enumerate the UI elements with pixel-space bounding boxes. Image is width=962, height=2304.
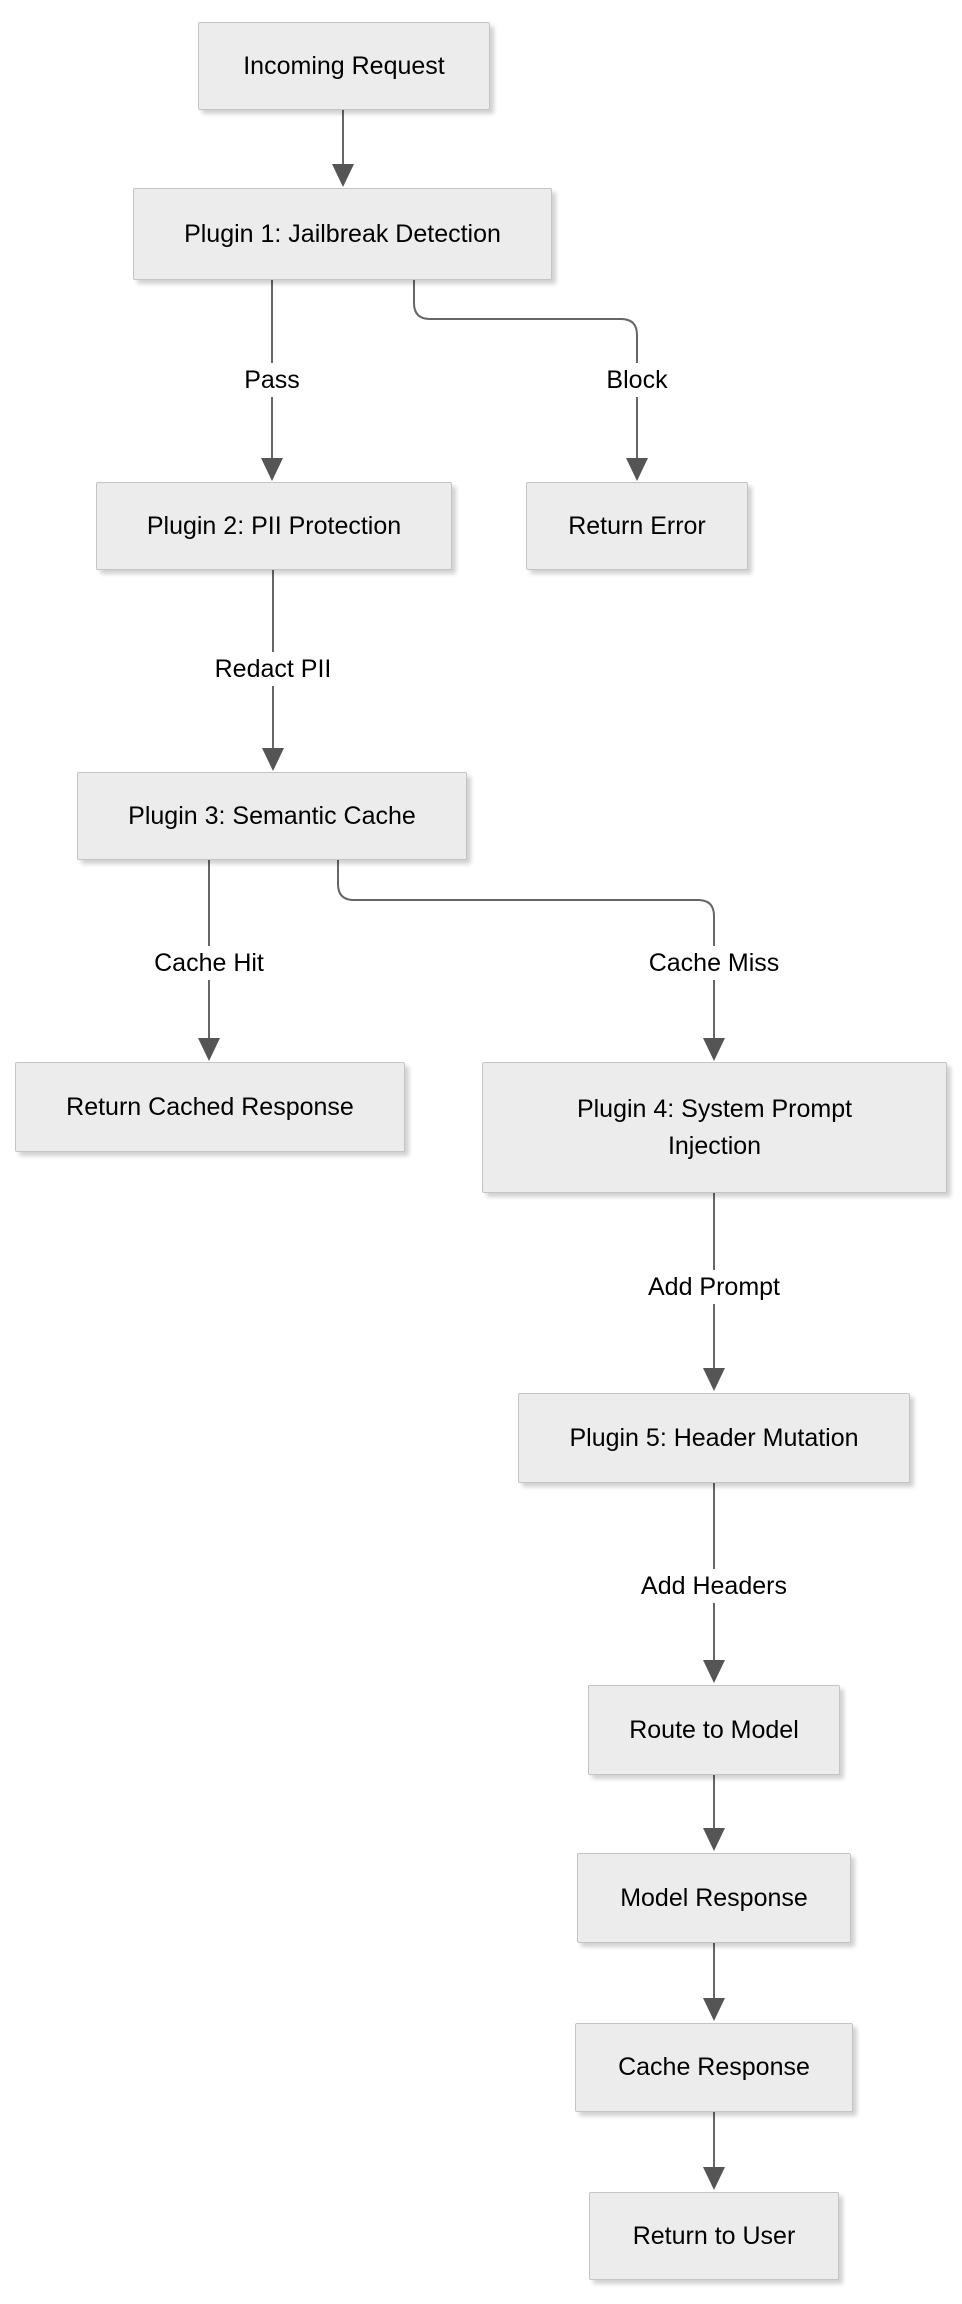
edge-label-redact-pii: Redact PII [206,652,340,686]
edge-label-cache-miss: Cache Miss [640,946,788,980]
edge-add-prompt-arrowhead-icon [703,1368,725,1391]
edge-cache-miss-arrowhead-icon [703,1038,725,1061]
node-label: Route to Model [629,1715,799,1744]
edge-redact-pii-arrowhead-icon [262,748,284,771]
flowchart-node-plugin2-pii-protection: Plugin 2: PII Protection [96,482,452,570]
edge-block-line [413,280,638,459]
node-label: Plugin 5: Header Mutation [569,1423,859,1452]
node-label: Plugin 3: Semantic Cache [128,801,416,830]
node-label: Cache Response [618,2053,810,2082]
node-label: Return Cached Response [66,1092,354,1121]
edge-route-to-model-response-arrowhead-icon [703,1828,725,1851]
flowchart-node-incoming-request: Incoming Request [198,22,490,110]
flowchart-node-plugin1-jailbreak-detection: Plugin 1: Jailbreak Detection [133,188,552,280]
flowchart-node-return-error: Return Error [526,482,748,570]
edge-model-to-cache-response-arrowhead-icon [703,1998,725,2021]
edge-pass-arrowhead-icon [261,458,283,481]
flowchart-node-cache-response: Cache Response [575,2023,853,2112]
node-label: Plugin 4: System Prompt Injection [576,1095,853,1160]
flowchart-node-route-to-model: Route to Model [588,1685,840,1775]
flowchart-node-return-cached-response: Return Cached Response [15,1062,405,1152]
edge-incoming-to-plugin1-arrowhead-icon [332,164,354,187]
edge-label-block: Block [598,363,676,397]
node-label: Return to User [632,2221,796,2250]
node-label: Incoming Request [243,51,445,80]
node-label: Return Error [568,511,706,540]
edge-add-headers-arrowhead-icon [703,1660,725,1683]
node-label: Plugin 1: Jailbreak Detection [184,219,501,248]
edge-block-arrowhead-icon [626,458,648,481]
flowchart-node-model-response: Model Response [577,1853,851,1943]
edge-cache-to-return-user-arrowhead-icon [703,2167,725,2190]
flowchart-node-plugin3-semantic-cache: Plugin 3: Semantic Cache [77,772,467,860]
edge-cache-hit-arrowhead-icon [198,1038,220,1061]
flowchart-node-plugin4-system-prompt-injection: Plugin 4: System Prompt Injection [482,1062,947,1193]
node-label: Model Response [620,1883,808,1912]
edge-label-pass: Pass [236,363,308,397]
flowchart-node-plugin5-header-mutation: Plugin 5: Header Mutation [518,1393,910,1483]
edge-label-add-headers: Add Headers [633,1569,795,1603]
edge-cache-miss-line [337,860,715,1039]
edge-label-add-prompt: Add Prompt [639,1270,789,1304]
node-label: Plugin 2: PII Protection [146,511,402,540]
edge-label-cache-hit: Cache Hit [146,946,272,980]
flowchart-node-return-to-user: Return to User [589,2192,839,2280]
